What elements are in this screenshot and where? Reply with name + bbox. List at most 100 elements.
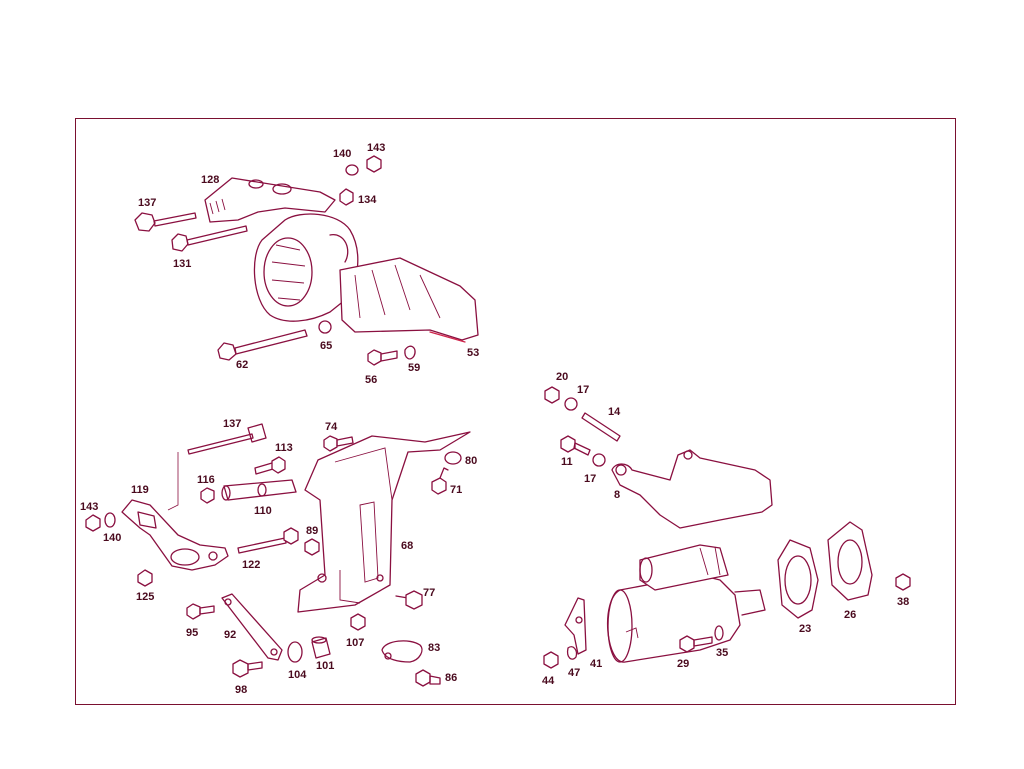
nut-89 [304, 538, 320, 556]
callout-labels: 140 143 128 134 137 131 62 65 56 59 53 1… [80, 142, 909, 696]
bolt-74 [323, 435, 354, 452]
label-68: 68 [401, 540, 413, 552]
nut-143-mid [85, 514, 101, 532]
nut-125 [137, 569, 153, 587]
label-89: 89 [306, 525, 318, 537]
label-140-mid: 140 [103, 532, 121, 544]
stud-14 [581, 412, 621, 442]
bolt-131 [171, 225, 248, 252]
bolt-71 [431, 467, 449, 495]
bolt-77 [395, 590, 423, 610]
label-38: 38 [897, 596, 909, 608]
nut-140-top [345, 164, 359, 176]
label-119: 119 [131, 484, 149, 496]
bolt-113 [254, 456, 286, 475]
label-134: 134 [358, 194, 377, 206]
nut-143-top [366, 155, 382, 173]
washer-80 [444, 451, 462, 465]
bolt-86 [415, 669, 441, 687]
label-86: 86 [445, 672, 457, 684]
bracket-8 [611, 449, 773, 529]
label-128: 128 [201, 174, 219, 186]
label-71: 71 [450, 484, 462, 496]
nut-134 [339, 188, 354, 206]
label-101: 101 [316, 660, 334, 672]
bolt-29 [679, 635, 713, 653]
label-122: 122 [242, 559, 260, 571]
label-77: 77 [423, 587, 435, 599]
bracket-68 [297, 431, 471, 613]
bolt-11 [560, 435, 591, 456]
starter-motor [606, 544, 766, 663]
washer-17a [564, 397, 578, 411]
label-104: 104 [288, 669, 307, 681]
alternator-carrier-53 [339, 257, 479, 343]
label-62: 62 [236, 359, 248, 371]
bracket-41 [564, 597, 587, 655]
label-92: 92 [224, 629, 236, 641]
label-107: 107 [346, 637, 364, 649]
label-125: 125 [136, 591, 154, 603]
label-65: 65 [320, 340, 332, 352]
label-137-mid: 137 [223, 418, 241, 430]
bolt-95 [186, 603, 215, 620]
bolt-62 [217, 329, 308, 361]
label-110: 110 [254, 505, 272, 517]
label-11: 11 [561, 456, 573, 468]
label-137: 137 [138, 197, 156, 209]
nut-20 [544, 386, 560, 404]
label-26: 26 [844, 609, 856, 621]
label-143-mid: 143 [80, 501, 98, 513]
label-74: 74 [325, 421, 338, 433]
washer-47 [566, 646, 578, 660]
label-17a: 17 [577, 384, 589, 396]
clamp-83 [381, 640, 423, 663]
label-113: 113 [275, 442, 293, 454]
bolt-116 [200, 487, 215, 504]
label-98: 98 [235, 684, 247, 696]
bolt-98 [232, 659, 263, 678]
stud-137-mid [167, 423, 267, 511]
washer-65 [318, 320, 332, 334]
sleeve-110 [221, 479, 297, 501]
washer-104 [287, 641, 303, 663]
spacer-101 [311, 636, 331, 659]
label-140: 140 [333, 148, 351, 160]
alternator-assembly [253, 213, 359, 322]
label-23: 23 [799, 623, 811, 635]
alternator-bracket-128 [204, 177, 336, 223]
label-29: 29 [677, 658, 689, 670]
flange-26 [827, 521, 873, 601]
label-44: 44 [542, 675, 555, 687]
strap-92 [221, 593, 283, 661]
label-35: 35 [716, 647, 728, 659]
label-41: 41 [590, 658, 602, 670]
label-14: 14 [608, 406, 621, 418]
nut-107 [350, 613, 366, 631]
label-131: 131 [173, 258, 191, 270]
washer-17b [592, 453, 606, 467]
bracket-119 [121, 499, 229, 571]
washer-35 [714, 625, 724, 641]
label-80: 80 [465, 455, 477, 467]
label-116: 116 [197, 474, 215, 486]
label-143: 143 [367, 142, 385, 154]
bolt-122 [237, 527, 299, 554]
diagram-frame [75, 118, 956, 705]
label-56: 56 [365, 374, 377, 386]
washer-140-mid [104, 512, 116, 528]
label-59: 59 [408, 362, 420, 374]
nut-44 [543, 651, 559, 669]
label-20: 20 [556, 371, 568, 383]
label-83: 83 [428, 642, 440, 654]
label-95: 95 [186, 627, 198, 639]
label-47: 47 [568, 667, 580, 679]
clip-59 [404, 345, 416, 360]
label-53: 53 [467, 347, 479, 359]
bolt-56 [367, 349, 398, 366]
bolt-137-top [134, 212, 197, 232]
label-17b: 17 [584, 473, 596, 485]
nut-38 [895, 573, 911, 591]
label-8: 8 [614, 489, 620, 501]
